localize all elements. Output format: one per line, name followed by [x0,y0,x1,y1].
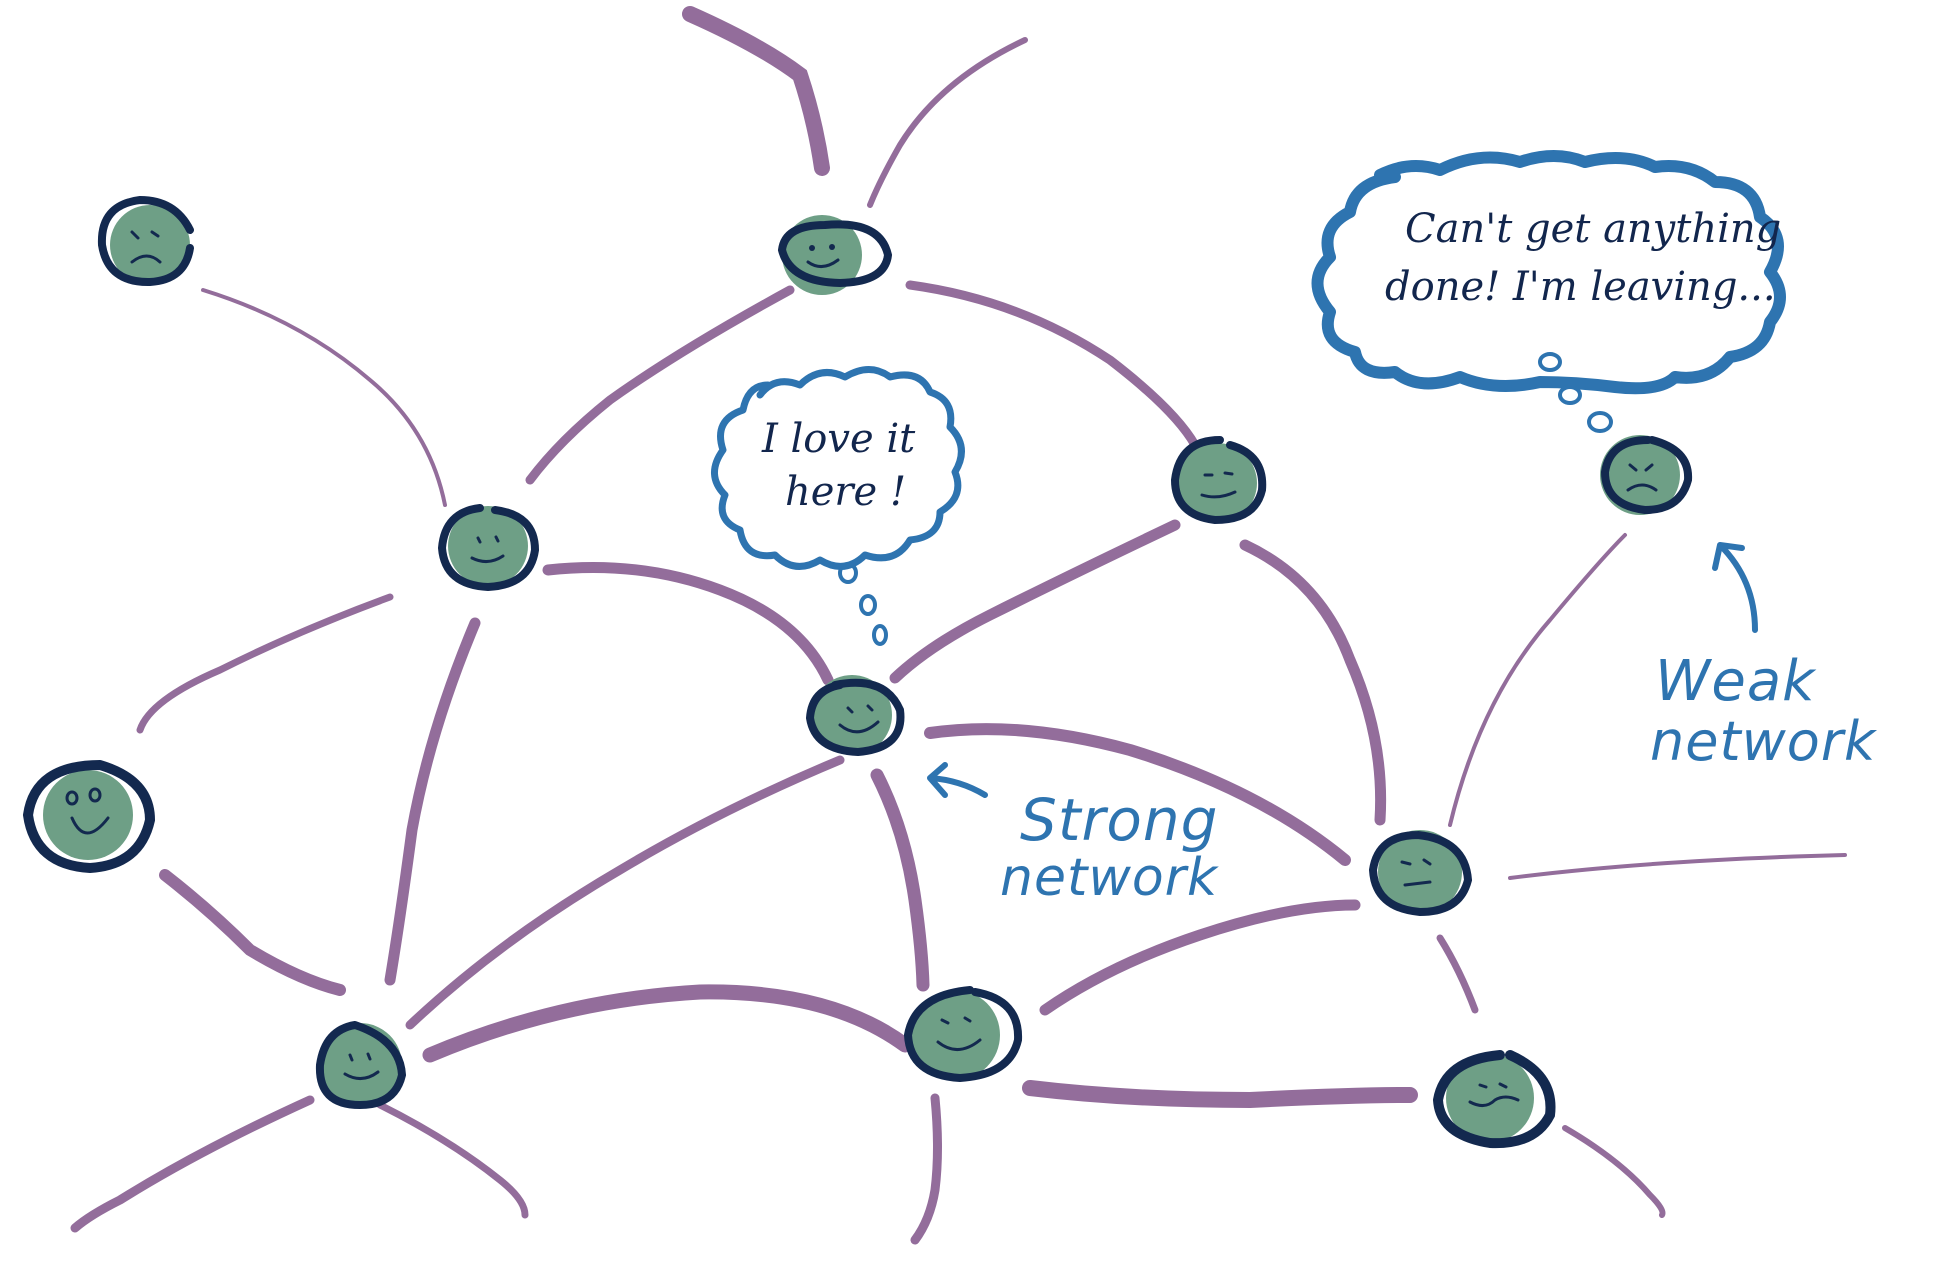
bubble-happy-line1: I love it [761,416,916,462]
node-happy-tophub [782,215,888,295]
bubble-unhappy-line2: done! I'm leaving... [1385,264,1776,310]
node-unhappy-upperleft [102,200,190,285]
edge-lefthub-to-bottomleft [390,623,475,980]
edge-bottomleft-dangling-2 [380,1105,525,1215]
edge-upperleft-to-lefthub [203,290,445,505]
face-eye [478,538,480,542]
face-eye [368,1054,370,1059]
bubble-happy-line2: here ! [785,469,906,515]
node-unhappy-weak [1600,435,1688,515]
strong-label-line2: network [1000,848,1219,908]
edge-top-right-dangling [870,40,1025,205]
annotation-weak-network: Weak network [1650,545,1878,773]
face-fill [43,770,133,860]
bubble-tail-dot [1560,387,1580,403]
thought-bubble-unhappy: Can't get anything done! I'm leaving... [1318,156,1782,431]
edge-bottomleft-to-bottommiddle [430,992,905,1055]
node-happy-bottomleft [318,1023,402,1107]
edge-center-to-bottomleft [410,760,840,1025]
face-eye [1480,1085,1486,1087]
face-eye [829,244,835,250]
face-eye [1225,473,1232,474]
edge-righthub-dangling-right [1510,855,1845,878]
edge-bottommiddle-to-bottomright [1030,1088,1410,1100]
bubble-tail-dot [1589,413,1611,431]
weak-label-line1: Weak [1655,649,1817,714]
node-happy-lefthub [442,506,535,587]
face-eye [1402,862,1410,864]
edge-bottommiddle-to-righthub [1045,905,1355,1010]
face-eye [809,245,815,251]
bubble-tail-dot [874,626,886,644]
edge-bottommiddle-dangling [915,1098,938,1240]
bubble-outline [714,370,961,567]
edge-bigsmile-to-bottomleft [165,875,340,990]
strong-label-line1: Strong [1020,786,1218,854]
edge-lefthub-dangling [140,597,390,730]
face-eye [496,537,498,541]
node-neutral-bottomright [1438,1054,1551,1143]
edge-rightupper-to-righthub [1245,545,1381,820]
arrow-icon [1715,545,1755,630]
edge-tophub-to-lefthub [530,290,790,480]
node-happy-rightupper [1175,440,1262,523]
network-nodes [28,200,1688,1143]
bubble-tail-dot [861,596,875,614]
edge-top-left-dangling [690,14,822,168]
node-neutral-righthub [1373,830,1468,914]
bubble-tail-dot [1540,354,1560,370]
node-happy-center [810,675,900,755]
edge-righthub-dangling-down [1440,938,1475,1010]
edge-righthub-to-weaknode [1450,535,1625,825]
bubble-unhappy-line1: Can't get anything [1405,206,1781,252]
edge-center-to-bottommiddle [877,775,923,985]
node-happy-bottommiddle [908,990,1018,1080]
face-eye [350,1055,352,1060]
edge-lefthub-to-center [548,568,828,681]
annotation-strong-network: Strong network [930,765,1219,908]
arrow-icon [930,765,985,795]
edge-rightupper-to-center [895,525,1175,678]
node-happy-bigsmile [28,765,150,868]
weak-label-line2: network [1650,710,1878,773]
edge-bottomright-dangling [1565,1128,1663,1215]
edge-bottomleft-dangling-1 [75,1100,310,1228]
